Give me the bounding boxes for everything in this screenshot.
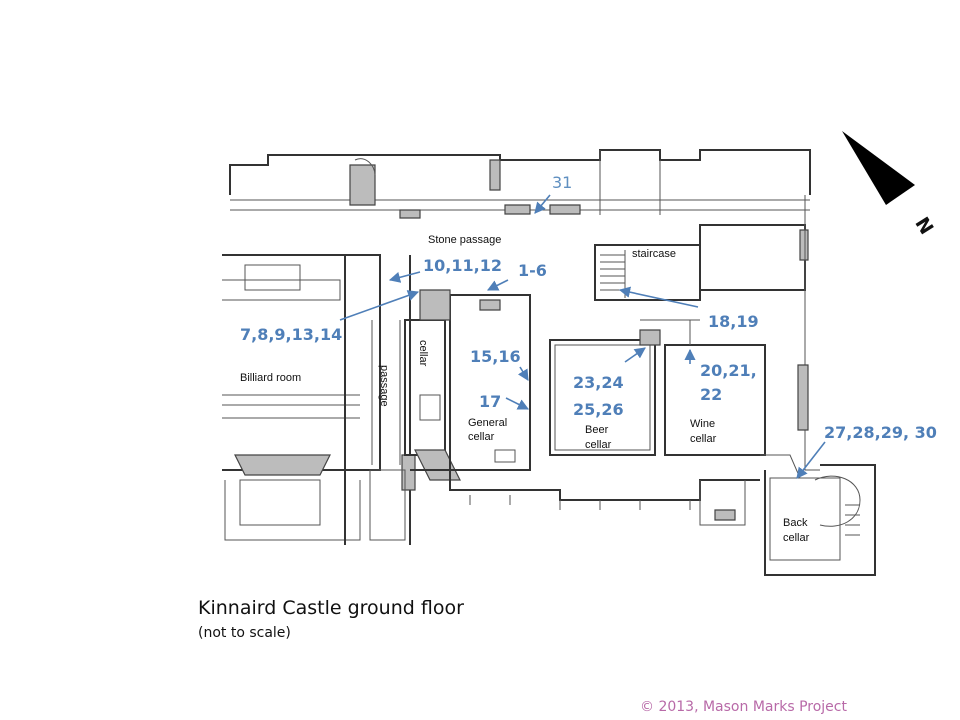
marker-18-19: 18,19 xyxy=(708,312,759,331)
arrow-17 xyxy=(505,397,530,410)
room-wine-cellar-line1: Wine xyxy=(690,418,715,430)
marker-arrows xyxy=(339,194,826,479)
room-stone-passage: Stone passage xyxy=(428,234,501,246)
room-general-cellar-line2: cellar xyxy=(468,431,495,443)
marker-17: 17 xyxy=(479,392,501,411)
arrow-27-30 xyxy=(796,441,826,479)
marker-10-12: 10,11,12 xyxy=(423,256,502,275)
arrow-15-16 xyxy=(517,366,529,381)
marker-31: 31 xyxy=(552,173,572,192)
room-back-cellar-line1: Back xyxy=(783,517,808,529)
room-beer-cellar-line1: Beer xyxy=(585,424,609,436)
room-billiard-room: Billiard room xyxy=(240,372,301,384)
arrow-10-12 xyxy=(388,271,421,283)
marker-7-14: 7,8,9,13,14 xyxy=(240,325,342,344)
marker-22: 22 xyxy=(700,385,722,404)
room-back-cellar-line2: cellar xyxy=(783,532,810,544)
marker-labels: 31 10,11,12 1-6 7,8,9,13,14 18,19 15,16 … xyxy=(240,173,937,442)
room-general-cellar-line1: General xyxy=(468,417,507,429)
room-labels: Stone passage staircase Billiard room pa… xyxy=(240,234,810,544)
marker-27-30: 27,28,29, 30 xyxy=(824,423,937,442)
north-label: N xyxy=(910,213,937,238)
plan-subtitle: (not to scale) xyxy=(198,625,291,641)
arrow-18-19 xyxy=(618,286,699,308)
room-wine-cellar-line2: cellar xyxy=(690,433,717,445)
room-cellar: cellar xyxy=(417,340,429,367)
north-arrow-icon xyxy=(842,131,915,205)
north-arrow: N xyxy=(842,131,938,239)
marker-1-6: 1-6 xyxy=(518,261,547,280)
arrow-31 xyxy=(534,194,551,214)
marker-25-26: 25,26 xyxy=(573,400,624,419)
building-walls xyxy=(222,149,876,576)
arrow-1-6 xyxy=(486,279,509,291)
marker-23-24: 23,24 xyxy=(573,373,624,392)
room-staircase: staircase xyxy=(632,248,676,260)
room-beer-cellar-line2: cellar xyxy=(585,439,612,451)
copyright-notice: © 2013, Mason Marks Project xyxy=(640,699,847,715)
room-passage: passage xyxy=(378,365,390,407)
arrow-7-14 xyxy=(339,290,420,321)
marker-15-16: 15,16 xyxy=(470,347,521,366)
arrow-23-24 xyxy=(624,347,646,363)
marker-20-21: 20,21, xyxy=(700,361,757,380)
plan-title: Kinnaird Castle ground floor xyxy=(198,597,464,619)
